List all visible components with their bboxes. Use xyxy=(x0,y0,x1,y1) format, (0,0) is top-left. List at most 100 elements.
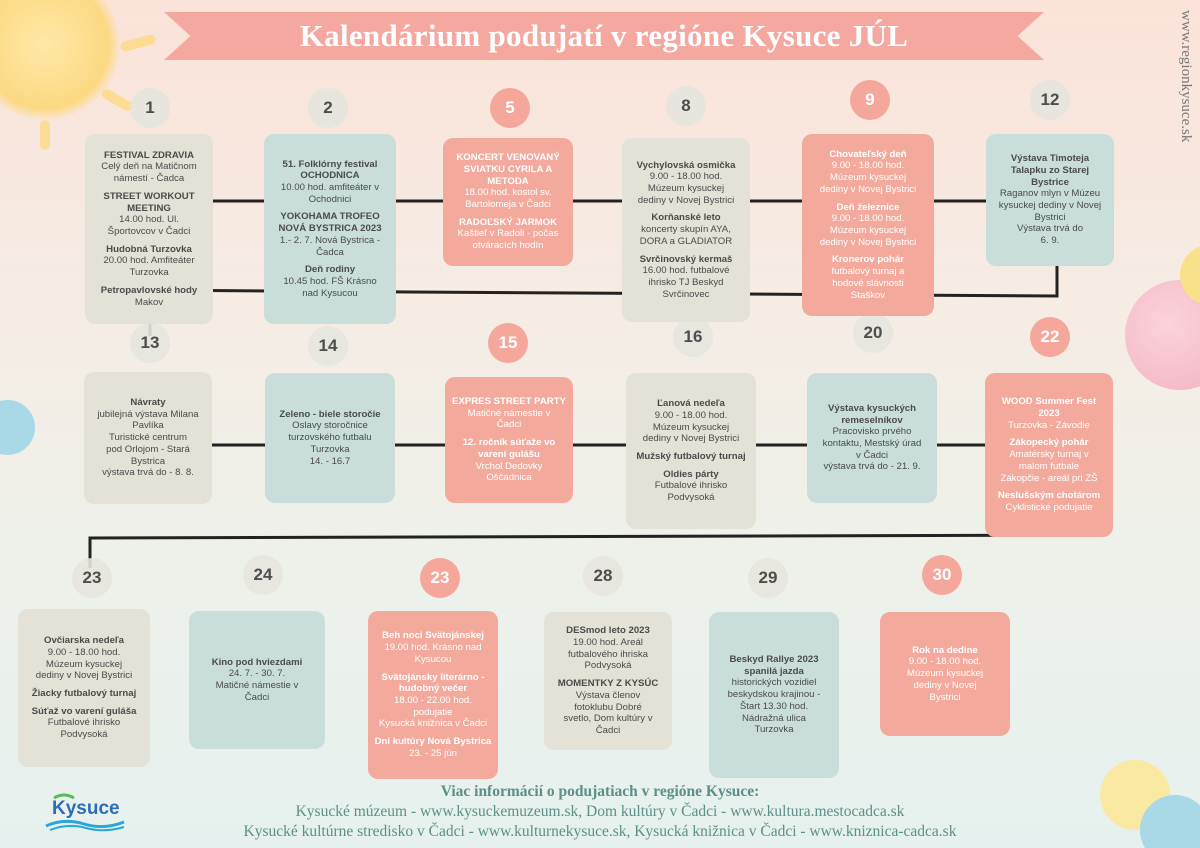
day-number: 13 xyxy=(130,323,170,363)
day-number: 22 xyxy=(1030,317,1070,357)
event-detail: 19.00 hod. Areál xyxy=(573,637,643,649)
event-card-day-12: Výstava Timoteja Talapku zo Starej Bystr… xyxy=(986,134,1114,266)
event-title: Chovateľský deň xyxy=(829,148,907,160)
event-detail: 9.00 - 18.00 hod. xyxy=(649,171,723,183)
title-banner: Kalendárium podujatí v regióne Kysuce JÚ… xyxy=(164,12,1044,60)
event-detail: kontaktu, Mestský úrad xyxy=(822,438,922,449)
event-detail: Amatérsky turnaj v xyxy=(1009,449,1089,461)
event-detail: Múzeum kysuckej xyxy=(829,225,907,236)
day-number: 8 xyxy=(666,86,706,126)
event-detail: otváracích hodín xyxy=(472,240,544,252)
event-detail: dediny v Novej Bystrici xyxy=(819,183,917,195)
event-title: Kronerov pohár xyxy=(832,254,904,266)
event-detail: dediny v Novej Bystrici xyxy=(819,236,917,248)
event-detail: Pavlíka xyxy=(132,420,164,432)
event-title: YOKOHAMA TROFEO NOVÁ BYSTRICA 2023 xyxy=(278,211,382,235)
event-detail: dediny v Novej xyxy=(913,679,977,691)
event-title: Korňanské leto xyxy=(651,212,721,224)
event-title: STREET WORKOUT MEETING xyxy=(103,190,195,214)
footer-line-1[interactable]: Kysucké múzeum - www.kysuckemuzeum.sk, D… xyxy=(295,803,905,820)
event-title: Svrčinovský kermaš xyxy=(639,253,733,265)
event-card-day-5: KONCERT VENOVANÝ SVIATKU CYRILA A METODA… xyxy=(443,138,573,266)
event-title: RADOĽSKÝ JARMOK xyxy=(458,216,558,228)
event-title: Vychylovská osmička xyxy=(636,159,736,171)
event-detail: 9.00 - 18.00 hod. xyxy=(654,409,728,421)
event-detail: 23. - 25 jún xyxy=(408,747,457,759)
event-title: Výstava Timoteja Talapku zo Starej Bystr… xyxy=(1010,153,1090,188)
event-detail: futbalového ihriska xyxy=(568,648,648,660)
event-detail: malom futbale xyxy=(1018,460,1080,472)
event-detail: 10.45 hod. FŠ Krásno xyxy=(283,275,377,287)
event-title: Hudobná Turzovka xyxy=(106,243,192,255)
event-detail: Nádražná ulica xyxy=(742,712,806,724)
event-entry: Výstava Timoteja Talapku zo Starej Bystr… xyxy=(992,153,1108,247)
event-detail: 20.00 hod. Amfiteáter xyxy=(103,255,195,267)
event-detail: Kysucká knižnica v Čadci xyxy=(378,718,488,730)
event-detail: Podvysoká xyxy=(60,729,108,741)
event-detail: fotoklubu Dobré xyxy=(574,701,642,713)
event-title: Súťaž vo varení guláša xyxy=(31,705,137,717)
event-detail: Športovcov v Čadci xyxy=(107,226,191,237)
event-detail: Bartolomeja v Čadci xyxy=(465,199,551,210)
kysuce-logo xyxy=(45,793,125,832)
footer-line-2[interactable]: Kysucké kultúrne stredisko v Čadci - www… xyxy=(243,823,957,840)
event-detail: DORA a GLADIATOR xyxy=(639,235,733,247)
event-detail: dediny v Novej Bystrici xyxy=(642,433,740,445)
website-link[interactable]: www.regionkysuce.sk xyxy=(1178,10,1194,143)
event-detail: Turzovka xyxy=(754,724,794,736)
event-detail: výstava trvá do - 21. 9. xyxy=(823,461,921,473)
event-title: Výstava kysuckých remeselníkov xyxy=(827,402,916,426)
event-title: DESmod leto 2023 xyxy=(566,625,650,637)
sun-ray xyxy=(40,120,50,150)
event-detail: 9.00 - 18.00 hod. xyxy=(831,213,905,225)
event-detail: Vrchol Dedovky xyxy=(475,460,543,472)
event-detail: Staškov xyxy=(850,289,886,301)
event-detail: 10.00 hod. amfiteáter v xyxy=(280,182,380,194)
event-title: Zákopecký pohár xyxy=(1009,437,1089,449)
day-number: 14 xyxy=(308,326,348,366)
event-detail: v Čadci xyxy=(856,449,888,461)
event-detail: 16.00 hod. futbalové xyxy=(642,265,730,277)
event-entry: Mužský futbalový turnaj xyxy=(636,451,745,463)
event-detail: 14.00 hod. Ul. xyxy=(119,214,179,226)
event-detail: Kaštieľ v Radoli - počas xyxy=(457,228,559,240)
event-card-day-9: Chovateľský deň 9.00 - 18.00 hod.Múzeum k… xyxy=(802,134,934,316)
event-title: KONCERT VENOVANÝ SVIATKU CYRILA A METODA xyxy=(456,152,560,187)
ice-cream-decoration xyxy=(1180,245,1200,305)
event-title: Svätojánsky literárno -hudobný večer xyxy=(381,671,485,695)
event-detail: ihrisko TJ Beskyd xyxy=(648,276,724,288)
event-detail: Štart 13.30 hod. xyxy=(739,700,809,712)
day-number: 1 xyxy=(130,88,170,128)
event-detail: koncerty skupín AYA, xyxy=(641,224,731,236)
event-title: 12. ročník súťaže vo varení gulášu xyxy=(462,437,556,460)
ice-cream-decoration xyxy=(1140,795,1200,848)
event-detail: 9.00 - 18.00 hod. xyxy=(908,656,982,668)
event-detail: Múzeum kysuckej xyxy=(652,421,730,433)
event-detail: Oščadnica xyxy=(486,472,532,484)
event-detail: podujatie xyxy=(413,706,453,718)
event-detail: turzovského futbalu xyxy=(288,432,372,444)
event-detail: Kysucou xyxy=(414,653,452,665)
